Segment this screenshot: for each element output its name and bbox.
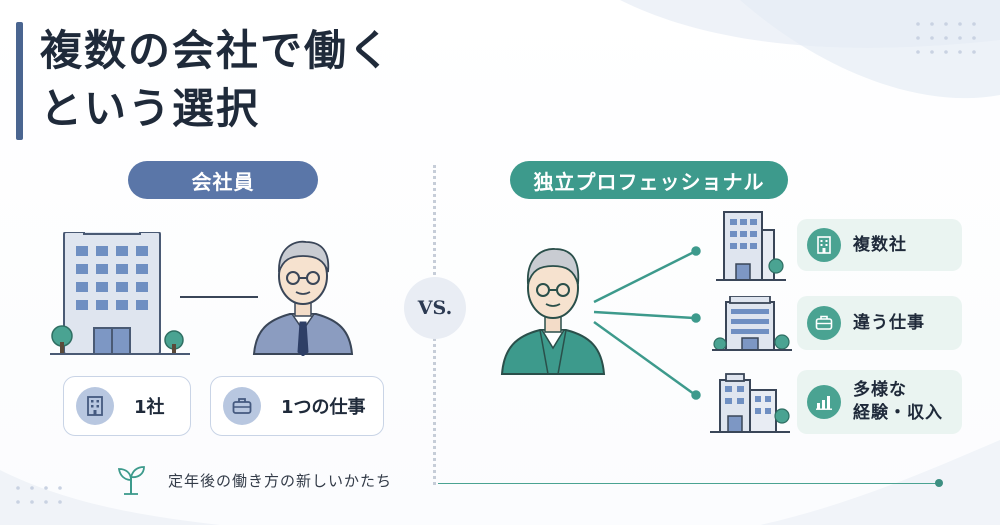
employee-label-pill: 会社員 [128, 161, 318, 199]
independent-label-pill: 独立プロフェッショナル [510, 161, 788, 199]
tall-office-building-illustration [716, 211, 786, 281]
card-one-company: 1社 [63, 376, 191, 436]
office-building-illustration [50, 232, 190, 355]
footer-line [438, 483, 940, 484]
card-label: 複数社 [853, 234, 907, 255]
building-icon [807, 228, 841, 262]
footer-tagline: 定年後の働き方の新しいかたち [168, 472, 393, 490]
card-label-line-2: 経験・収入 [853, 403, 943, 423]
title-line-1: 複数の会社で働く [40, 26, 393, 75]
employee-person-illustration [252, 240, 354, 356]
building-icon [76, 387, 114, 425]
page-title: 複数の会社で働く という選択 [40, 22, 392, 138]
card-label-line-1: 多様な [853, 380, 907, 401]
card-multiple-companies: 複数社 [797, 219, 962, 271]
footer-line-end-dot [935, 479, 943, 487]
sprout-icon [117, 466, 145, 495]
independent-connector-lines [593, 246, 701, 400]
independent-person-illustration [500, 248, 606, 375]
mid-office-building-illustration [710, 373, 790, 433]
card-label: 違う仕事 [853, 312, 925, 333]
briefcase-icon [807, 306, 841, 340]
title-line-2: という選択 [40, 83, 261, 133]
card-label: 1社 [134, 397, 165, 418]
card-label: 多様な 経験・収入 [853, 379, 943, 425]
card-different-jobs: 違う仕事 [797, 296, 962, 350]
low-office-building-illustration [712, 296, 792, 351]
card-diverse-experience: 多様な 経験・収入 [797, 370, 962, 434]
card-label: 1つの仕事 [281, 397, 366, 418]
card-one-job: 1つの仕事 [210, 376, 384, 436]
vs-badge: VS. [404, 277, 466, 339]
employee-connector-line [180, 296, 258, 298]
briefcase-icon [223, 387, 261, 425]
bar-chart-icon [807, 385, 841, 419]
title-accent-bar [16, 22, 23, 140]
